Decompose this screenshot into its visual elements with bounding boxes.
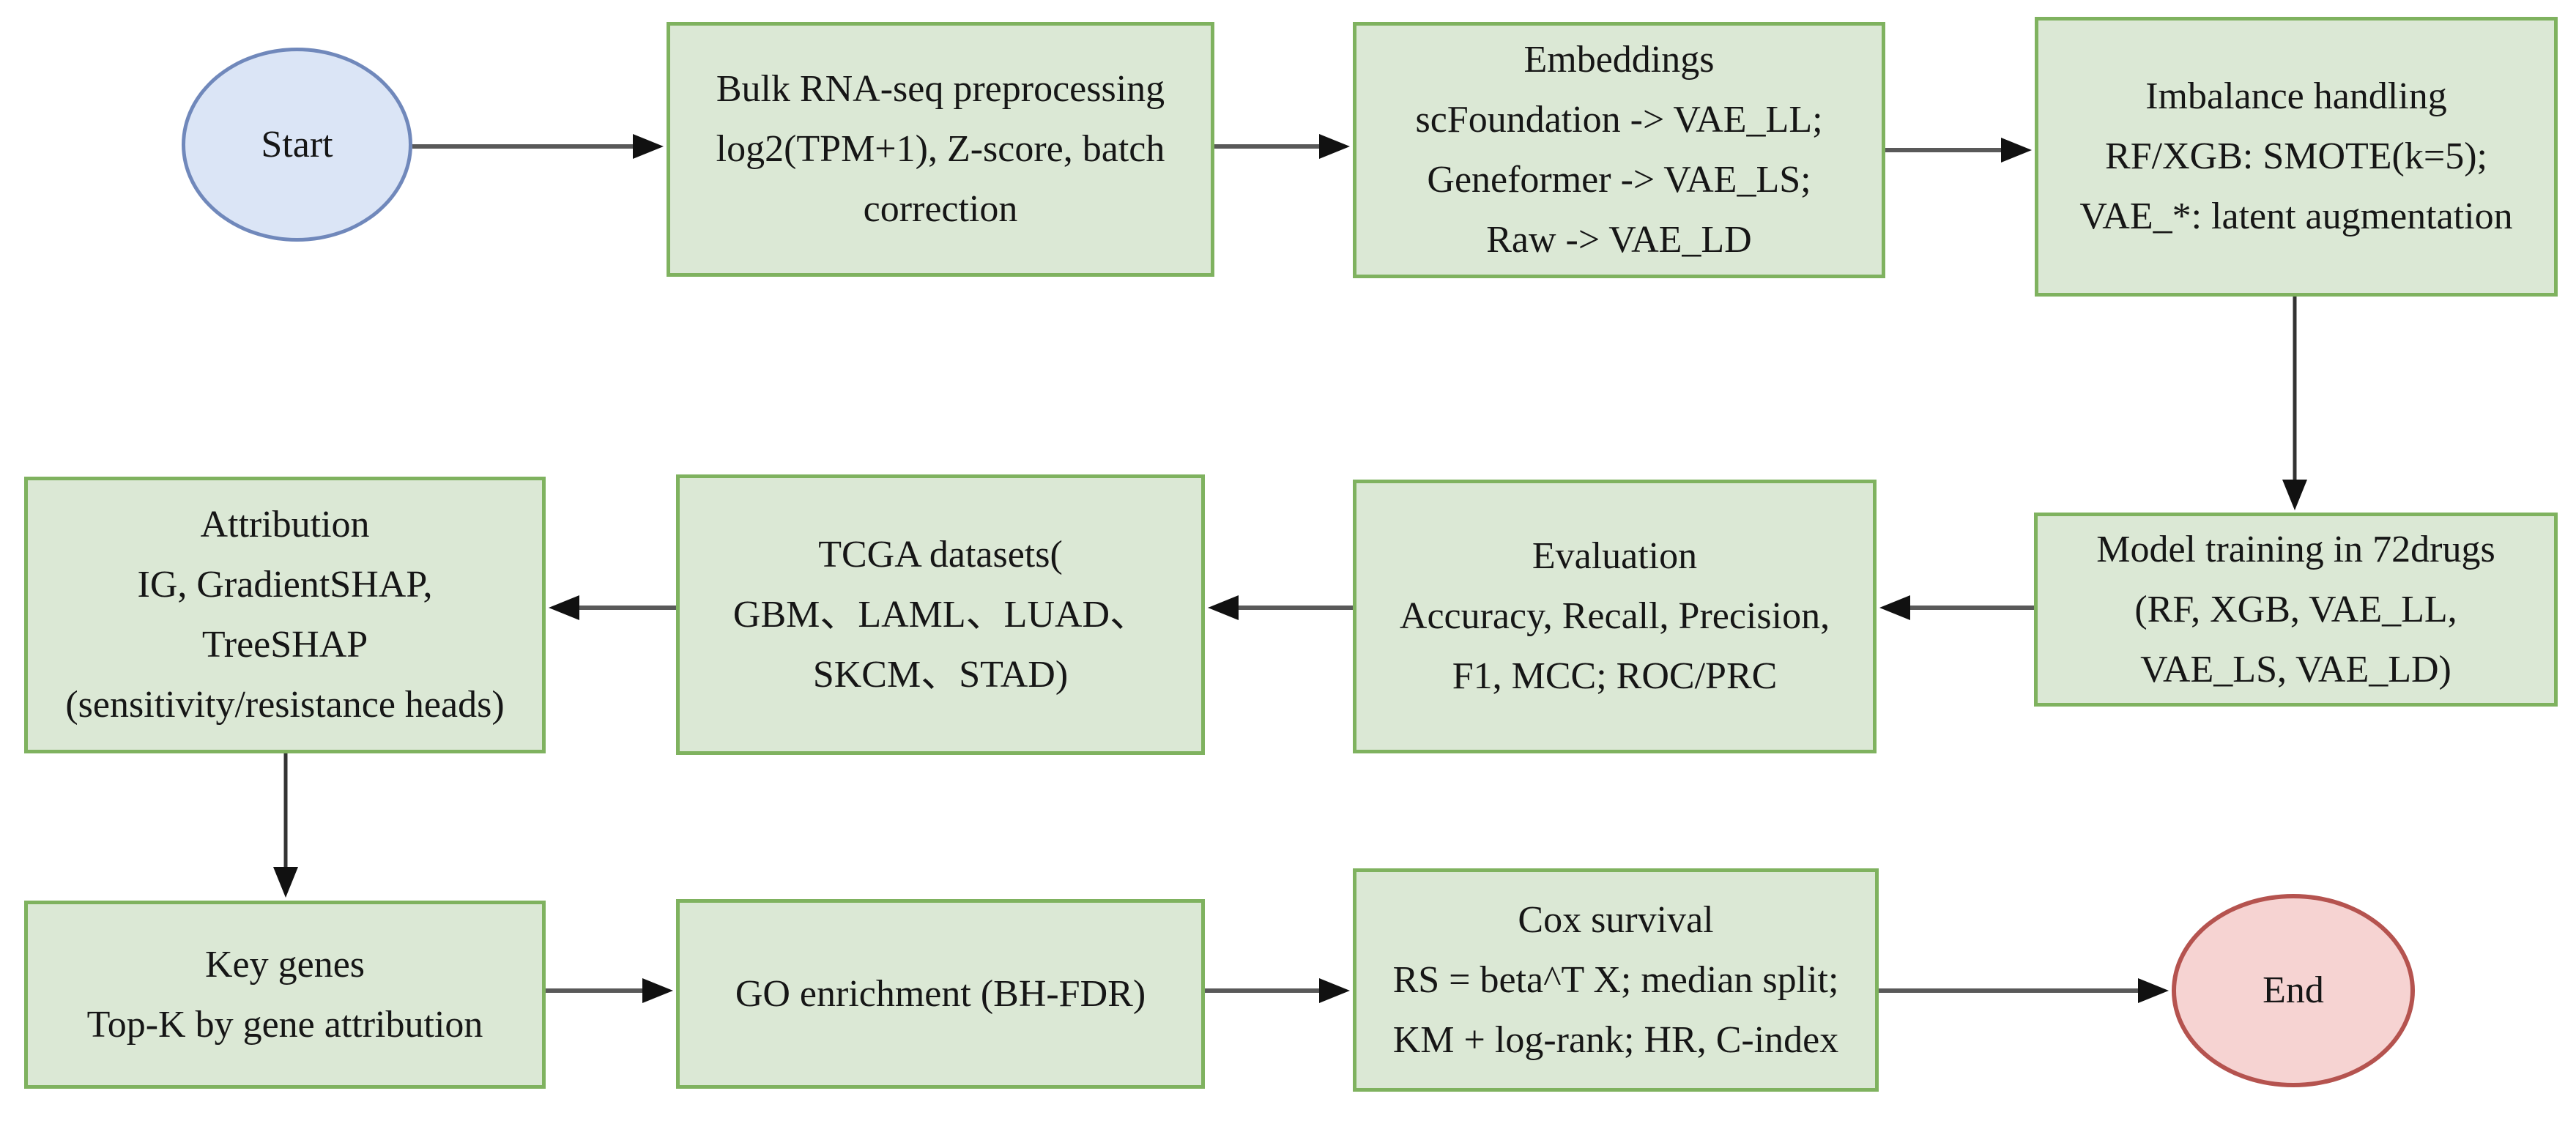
node-cox-survival: Cox survival RS = beta^T X; median split… xyxy=(1353,868,1879,1092)
node-text-line: VAE_*: latent augmentation xyxy=(2079,195,2513,237)
node-text-line: VAE_LS, VAE_LD) xyxy=(2140,648,2451,690)
node-text-line: Cox survival xyxy=(1518,898,1714,941)
node-key-genes: Key genes Top-K by gene attribution xyxy=(24,901,546,1089)
node-embeddings: Embeddings scFoundation -> VAE_LL; Genef… xyxy=(1353,22,1885,278)
node-text-line: Imbalance handling xyxy=(2145,75,2447,117)
node-evaluation: Evaluation Accuracy, Recall, Precision, … xyxy=(1353,480,1877,753)
edge-key-genes-to-go-enrichment xyxy=(546,978,673,1003)
node-start: Start xyxy=(182,48,412,242)
node-text-line: (RF, XGB, VAE_LL, xyxy=(2134,588,2457,630)
node-text-line: Embeddings xyxy=(1523,39,1715,81)
edge-preprocessing-to-embeddings xyxy=(1214,134,1350,159)
node-text-line: GO enrichment (BH-FDR) xyxy=(735,972,1146,1015)
edge-model-training-to-evaluation xyxy=(1879,595,2034,620)
node-text-line: RF/XGB: SMOTE(k=5); xyxy=(2105,135,2487,177)
node-end-label: End xyxy=(2263,969,2324,1011)
node-model-training: Model training in 72drugs (RF, XGB, VAE_… xyxy=(2034,513,2558,707)
node-text-line: log2(TPM+1), Z-score, batch xyxy=(716,128,1165,170)
edge-attribution-to-key-genes xyxy=(273,753,298,898)
node-text-line: Top-K by gene attribution xyxy=(86,1003,483,1046)
node-text-line: Bulk RNA-seq preprocessing xyxy=(716,68,1165,110)
node-start-label: Start xyxy=(261,123,333,165)
node-text-line: Accuracy, Recall, Precision, xyxy=(1399,595,1830,637)
node-text-line: SKCM、STAD) xyxy=(812,653,1069,696)
node-text-line: Model training in 72drugs xyxy=(2096,528,2495,570)
node-imbalance-handling: Imbalance handling RF/XGB: SMOTE(k=5); V… xyxy=(2035,17,2558,297)
node-bulk-rnaseq-preprocessing: Bulk RNA-seq preprocessing log2(TPM+1), … xyxy=(667,22,1214,277)
node-text-line: scFoundation -> VAE_LL; xyxy=(1415,99,1823,141)
node-text-line: Raw -> VAE_LD xyxy=(1486,219,1752,261)
node-text-line: Key genes xyxy=(204,943,365,986)
edge-cox-survival-to-end xyxy=(1879,978,2169,1003)
node-text-line: correction xyxy=(863,188,1018,230)
node-text-line: RS = beta^T X; median split; xyxy=(1392,958,1839,1001)
node-text-line: (sensitivity/resistance heads) xyxy=(65,684,505,726)
node-go-enrichment: GO enrichment (BH-FDR) xyxy=(676,899,1205,1089)
edge-go-enrichment-to-cox-survival xyxy=(1205,978,1350,1003)
node-text-line: IG, GradientSHAP, xyxy=(137,564,433,606)
node-end: End xyxy=(2172,894,2415,1087)
node-text-line: TreeSHAP xyxy=(201,624,368,666)
node-text-line: F1, MCC; ROC/PRC xyxy=(1452,655,1778,697)
node-text-line: Evaluation xyxy=(1532,535,1698,577)
node-attribution: Attribution IG, GradientSHAP, TreeSHAP (… xyxy=(24,477,546,753)
node-text-line: GBM、LAML、LUAD、 xyxy=(732,593,1148,636)
node-text-line: Geneformer -> VAE_LS; xyxy=(1427,159,1811,201)
node-text-line: TCGA datasets( xyxy=(818,533,1063,575)
edge-tcga-to-attribution xyxy=(549,595,676,620)
node-text-line: KM + log-rank; HR, C-index xyxy=(1392,1018,1839,1061)
edge-start-to-preprocessing xyxy=(412,134,664,159)
node-tcga-datasets: TCGA datasets( GBM、LAML、LUAD、 SKCM、STAD) xyxy=(676,474,1205,755)
edge-imbalance-to-model-training xyxy=(2282,297,2307,510)
node-text-line: Attribution xyxy=(200,504,370,545)
edge-evaluation-to-tcga xyxy=(1208,595,1353,620)
edge-embeddings-to-imbalance xyxy=(1885,138,2032,163)
